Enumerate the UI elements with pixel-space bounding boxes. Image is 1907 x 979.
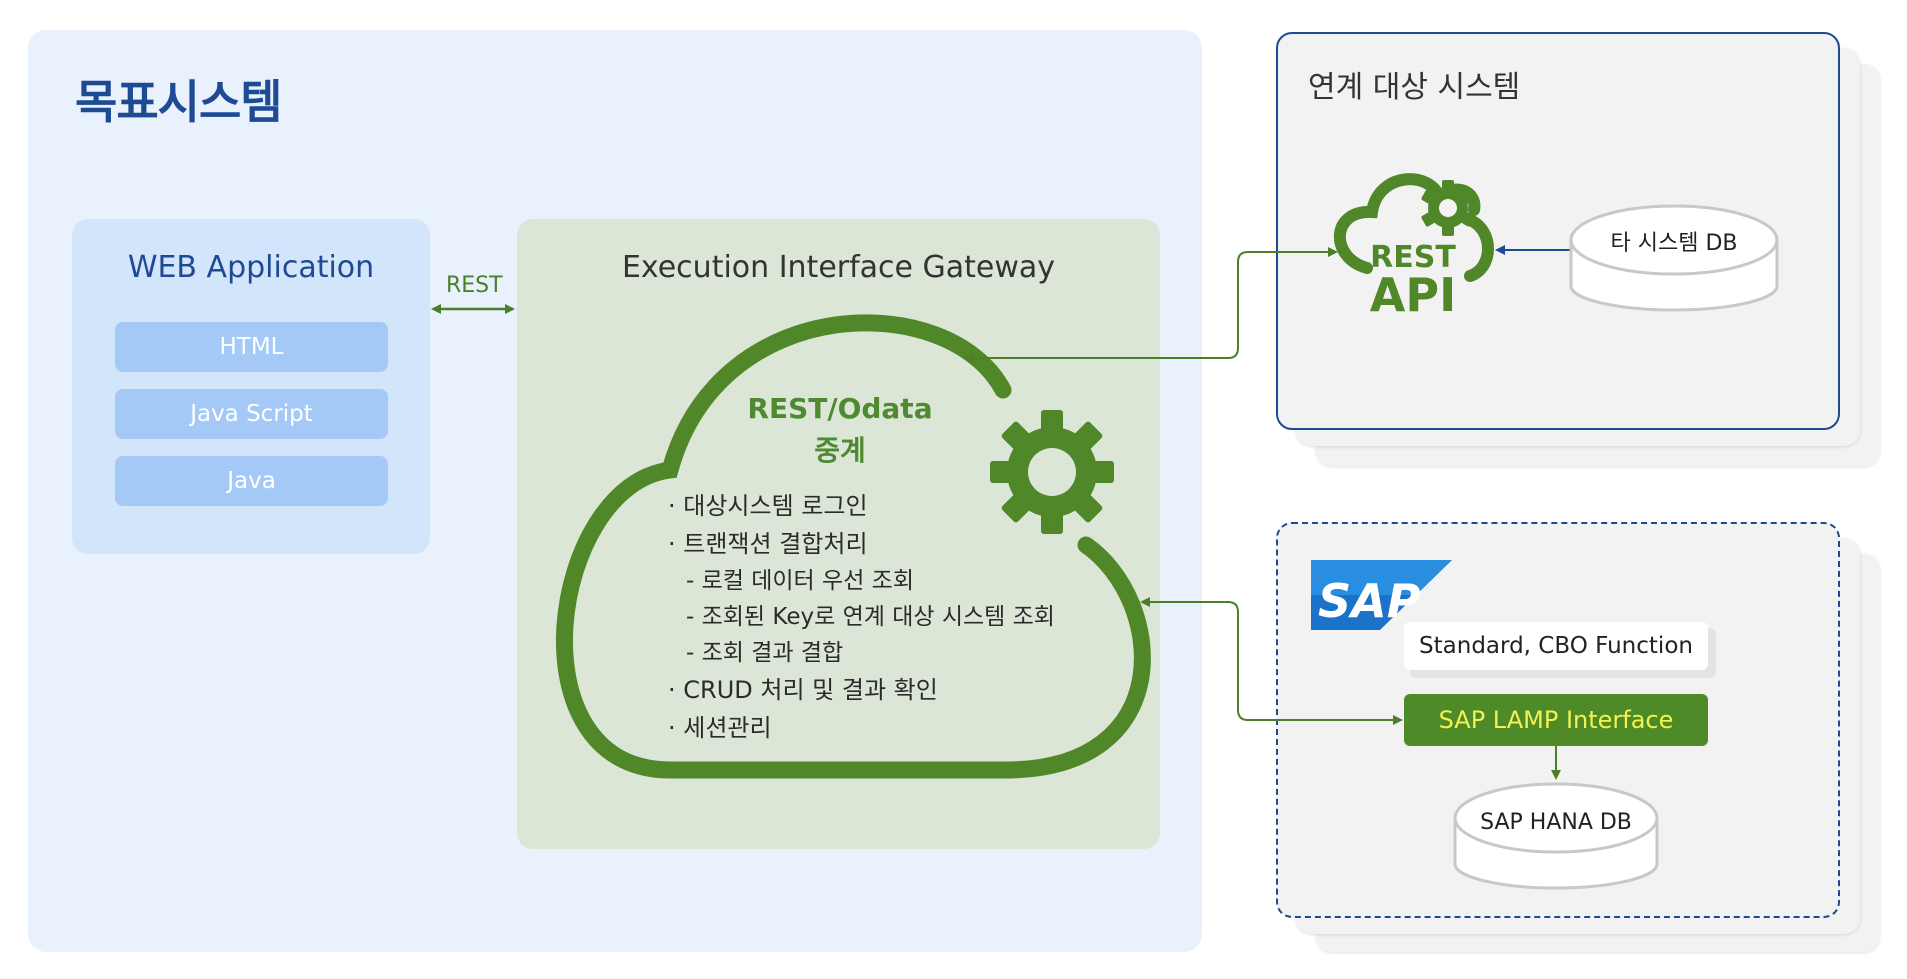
relay-cloud-title-line2: 중계 xyxy=(814,434,866,467)
target-system-title: 목표시스템 xyxy=(75,75,283,129)
sap-logo-text: SAP xyxy=(1318,574,1421,628)
rest-api-label-top: REST xyxy=(1370,240,1456,275)
rest-api-label-bottom: API xyxy=(1370,268,1456,322)
sap-hana-db-label: SAP HANA DB xyxy=(1480,810,1632,835)
relay-feature-list: · 대상시스템 로그인 · 트랜잭션 결합처리 - 로컬 데이터 우선 조회 -… xyxy=(668,487,1055,747)
web-application-title: WEB Application xyxy=(127,250,375,285)
relay-cloud-title-line1: REST/Odata xyxy=(747,392,933,425)
feature-subitem: - 로컬 데이터 우선 조회 xyxy=(686,568,914,594)
rest-connector-label: REST xyxy=(446,273,503,298)
api-gateway-connector xyxy=(964,247,1338,363)
linked-system-title: 연계 대상 시스템 xyxy=(1308,70,1521,105)
other-system-db-label: 타 시스템 DB xyxy=(1611,231,1738,256)
feature-item: · 세션관리 xyxy=(668,714,772,742)
other-system-db-cylinder xyxy=(1569,204,1779,312)
feature-item: · CRUD 처리 및 결과 확인 xyxy=(668,676,938,704)
feature-item: · 트랜잭션 결합처리 xyxy=(668,530,868,558)
relay-cloud-outline xyxy=(555,314,1151,779)
sap-lamp-interface-box: SAP LAMP Interface xyxy=(1404,694,1708,746)
gear-icon xyxy=(990,410,1114,534)
feature-item: · 대상시스템 로그인 xyxy=(668,492,868,520)
web-item-javascript: Java Script xyxy=(115,389,388,439)
web-item-html: HTML xyxy=(115,322,388,372)
web-item-java: Java xyxy=(115,456,388,506)
sap-hana-db-cylinder xyxy=(1453,782,1659,890)
relay-cloud-title: REST/Odata 중계 xyxy=(730,388,950,472)
sap-function-box: Standard, CBO Function xyxy=(1404,622,1708,670)
rest-api-icon xyxy=(1333,173,1494,282)
feature-subitem: - 조회 결과 결합 xyxy=(686,640,844,666)
sap-logo: SAP xyxy=(1311,560,1452,630)
sap-gateway-connector xyxy=(1140,597,1403,725)
feature-subitem: - 조회된 Key로 연계 대상 시스템 조회 xyxy=(686,604,1055,630)
